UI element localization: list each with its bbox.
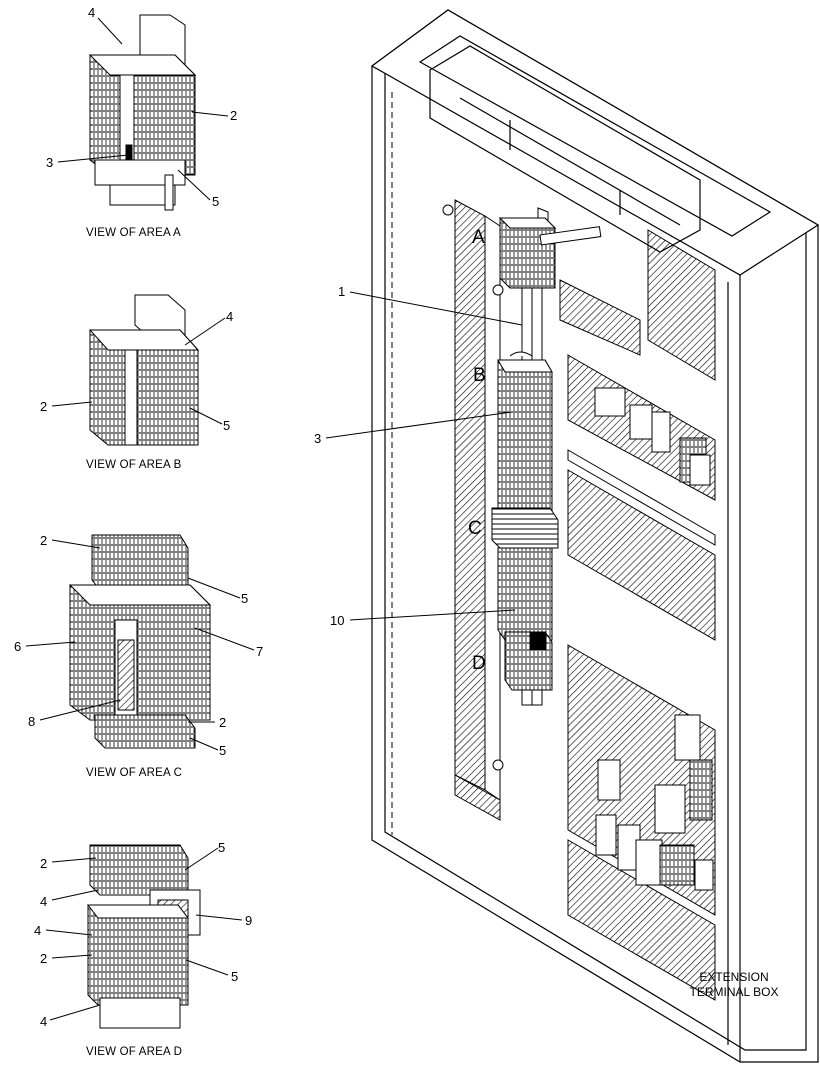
callout-a-4: 4: [88, 5, 96, 20]
callout-d-2-mid: 2: [40, 951, 48, 966]
terminal-group-b: [497, 351, 553, 521]
area-letter-d: D: [472, 653, 486, 674]
callout-d-9: 9: [245, 913, 253, 928]
area-letter-b: B: [473, 365, 486, 386]
callout-c-7: 7: [256, 644, 264, 659]
callout-a-3: 3: [46, 155, 54, 170]
caption-view-area-c: VIEW OF AREA C: [86, 767, 183, 779]
callout-b-5: 5: [223, 418, 231, 433]
callout-main-3: 3: [314, 431, 322, 446]
detail-view-d: [86, 844, 201, 1029]
detail-view-c: [68, 534, 212, 749]
callout-a-2: 2: [230, 108, 238, 123]
callout-a-5: 5: [212, 194, 220, 209]
caption-view-area-d: VIEW OF AREA D: [86, 1046, 183, 1058]
callout-d-4-mid: 4: [34, 923, 42, 938]
leader-lines: [25, 17, 523, 1021]
callout-b-4: 4: [226, 309, 234, 324]
detail-view-b: [88, 294, 200, 446]
callout-d-4-top: 4: [40, 894, 48, 909]
relay-components-lower: [595, 714, 714, 891]
box-title-line-2: TERMINAL BOX: [689, 985, 779, 999]
caption-view-area-b: VIEW OF AREA B: [86, 459, 182, 471]
callout-d-5-mid: 5: [231, 969, 239, 984]
terminal-group-d: [504, 631, 553, 691]
callout-c-5-top: 5: [241, 591, 249, 606]
box-title-line-1: EXTENSION: [699, 970, 769, 984]
callout-c-5-bot: 5: [219, 743, 227, 758]
terminal-group-a: [498, 217, 602, 289]
detail-view-a: [88, 14, 197, 211]
callout-c-2-top: 2: [40, 533, 48, 548]
callout-d-4-bot: 4: [40, 1014, 48, 1029]
callout-main-10: 10: [330, 613, 345, 628]
area-letter-c: C: [468, 518, 482, 539]
callout-d-5-top: 5: [218, 840, 226, 855]
terminal-group-c: [491, 507, 559, 641]
area-letter-a: A: [472, 227, 485, 248]
callout-d-2-top: 2: [40, 856, 48, 871]
callout-c-2-bot: 2: [219, 715, 227, 730]
caption-view-area-a: VIEW OF AREA A: [86, 227, 181, 239]
callout-c-8: 8: [28, 714, 36, 729]
callout-c-6: 6: [14, 639, 22, 654]
relay-components-upper: [594, 387, 711, 486]
callout-b-2: 2: [40, 399, 48, 414]
callout-main-1: 1: [338, 284, 346, 299]
